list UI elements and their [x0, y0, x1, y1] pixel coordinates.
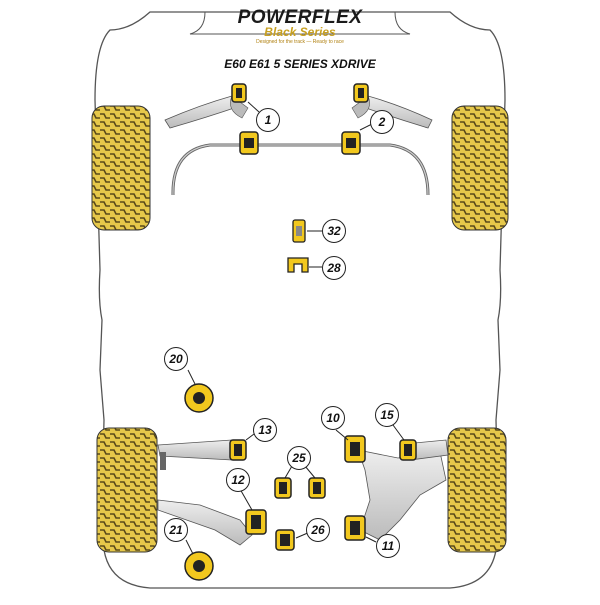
car-roof-line: [189, 11, 411, 35]
callout-32: 32: [322, 219, 346, 243]
bushing-12: [245, 509, 267, 535]
bushing-11: [344, 515, 366, 541]
tyre-rear-left: [96, 427, 158, 553]
callout-15: 15: [375, 403, 399, 427]
bushing-2-right: [341, 131, 361, 155]
tyre-rear-right: [447, 427, 507, 553]
callout-25: 25: [287, 446, 311, 470]
bushing-20: [184, 383, 214, 413]
callout-2: 2: [370, 110, 394, 134]
model-title: E60 E61 5 SERIES XDRIVE: [224, 57, 376, 71]
bushing-21: [184, 551, 214, 581]
bushing-10: [344, 435, 366, 463]
bushing-2-left: [239, 131, 259, 155]
callout-28: 28: [322, 256, 346, 280]
bushing-32: [292, 219, 306, 243]
callout-21: 21: [164, 518, 188, 542]
brand-name: POWERFLEX: [237, 7, 363, 28]
brand-logo: POWERFLEX Black Series Designed for the …: [230, 8, 370, 46]
bushing-13: [229, 439, 247, 461]
callout-26: 26: [306, 518, 330, 542]
brand-series: Black Series: [264, 25, 336, 39]
bushing-26: [275, 529, 295, 551]
tyre-front-left: [91, 105, 151, 231]
brand-tagline: Designed for the track — Ready to race: [256, 39, 344, 45]
tyre-front-right: [451, 105, 509, 231]
bushing-1-right: [353, 83, 369, 103]
callout-13: 13: [253, 418, 277, 442]
bushing-1-left: [231, 83, 247, 103]
callout-12: 12: [226, 468, 250, 492]
callout-1: 1: [256, 108, 280, 132]
callout-11: 11: [376, 534, 400, 558]
rear-arm-12: [157, 499, 253, 546]
bushing-15: [399, 439, 417, 461]
callout-10: 10: [321, 406, 345, 430]
bushing-25-right: [308, 477, 326, 499]
callout-20: 20: [164, 347, 188, 371]
rear-arm-13-end: [160, 452, 166, 470]
bushing-28: [287, 257, 309, 273]
bushing-25-left: [274, 477, 292, 499]
